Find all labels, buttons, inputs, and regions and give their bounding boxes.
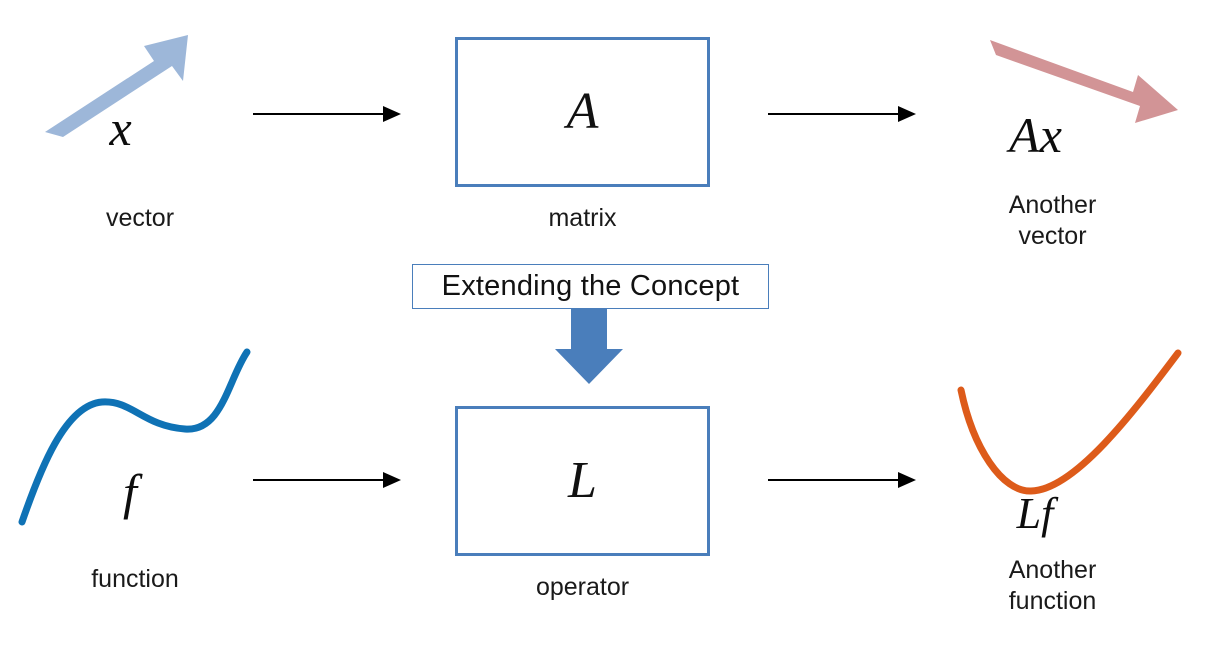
operator-symbol: L: [568, 452, 597, 509]
operator-caption: operator: [535, 573, 630, 601]
matrix-box[interactable]: A: [455, 37, 710, 187]
output-function-symbol: Lf: [1016, 489, 1054, 538]
input-vector-caption: vector: [105, 204, 175, 232]
output-vector-symbol: Ax⃗: [1009, 107, 1101, 163]
input-function-curve-icon: [18, 348, 251, 526]
matrix-caption: matrix: [548, 204, 617, 232]
output-vector-caption: Another vector: [1008, 191, 1097, 250]
connector-arrow-matrix-to-output: [768, 106, 916, 122]
connector-arrow-operator-to-output: [768, 472, 916, 488]
output-vector-arrow-icon: [990, 40, 1178, 123]
extending-the-concept-label: Extending the Concept: [441, 270, 740, 302]
matrix-symbol: A: [566, 83, 599, 140]
extend-down-block-arrow-icon: [555, 309, 623, 384]
input-vector-arrow-icon: [45, 35, 188, 137]
connector-arrow-vector-to-matrix: [253, 106, 401, 122]
extending-the-concept-banner[interactable]: Extending the Concept: [412, 264, 769, 309]
input-function-symbol: f: [123, 464, 137, 520]
connector-arrow-function-to-operator: [253, 472, 401, 488]
input-vector-symbol: x⃗: [109, 100, 171, 156]
input-function-caption: function: [91, 565, 179, 593]
operator-box[interactable]: L: [455, 406, 710, 556]
output-function-curve-icon: [957, 349, 1182, 495]
output-function-caption: Another function: [1008, 556, 1097, 615]
